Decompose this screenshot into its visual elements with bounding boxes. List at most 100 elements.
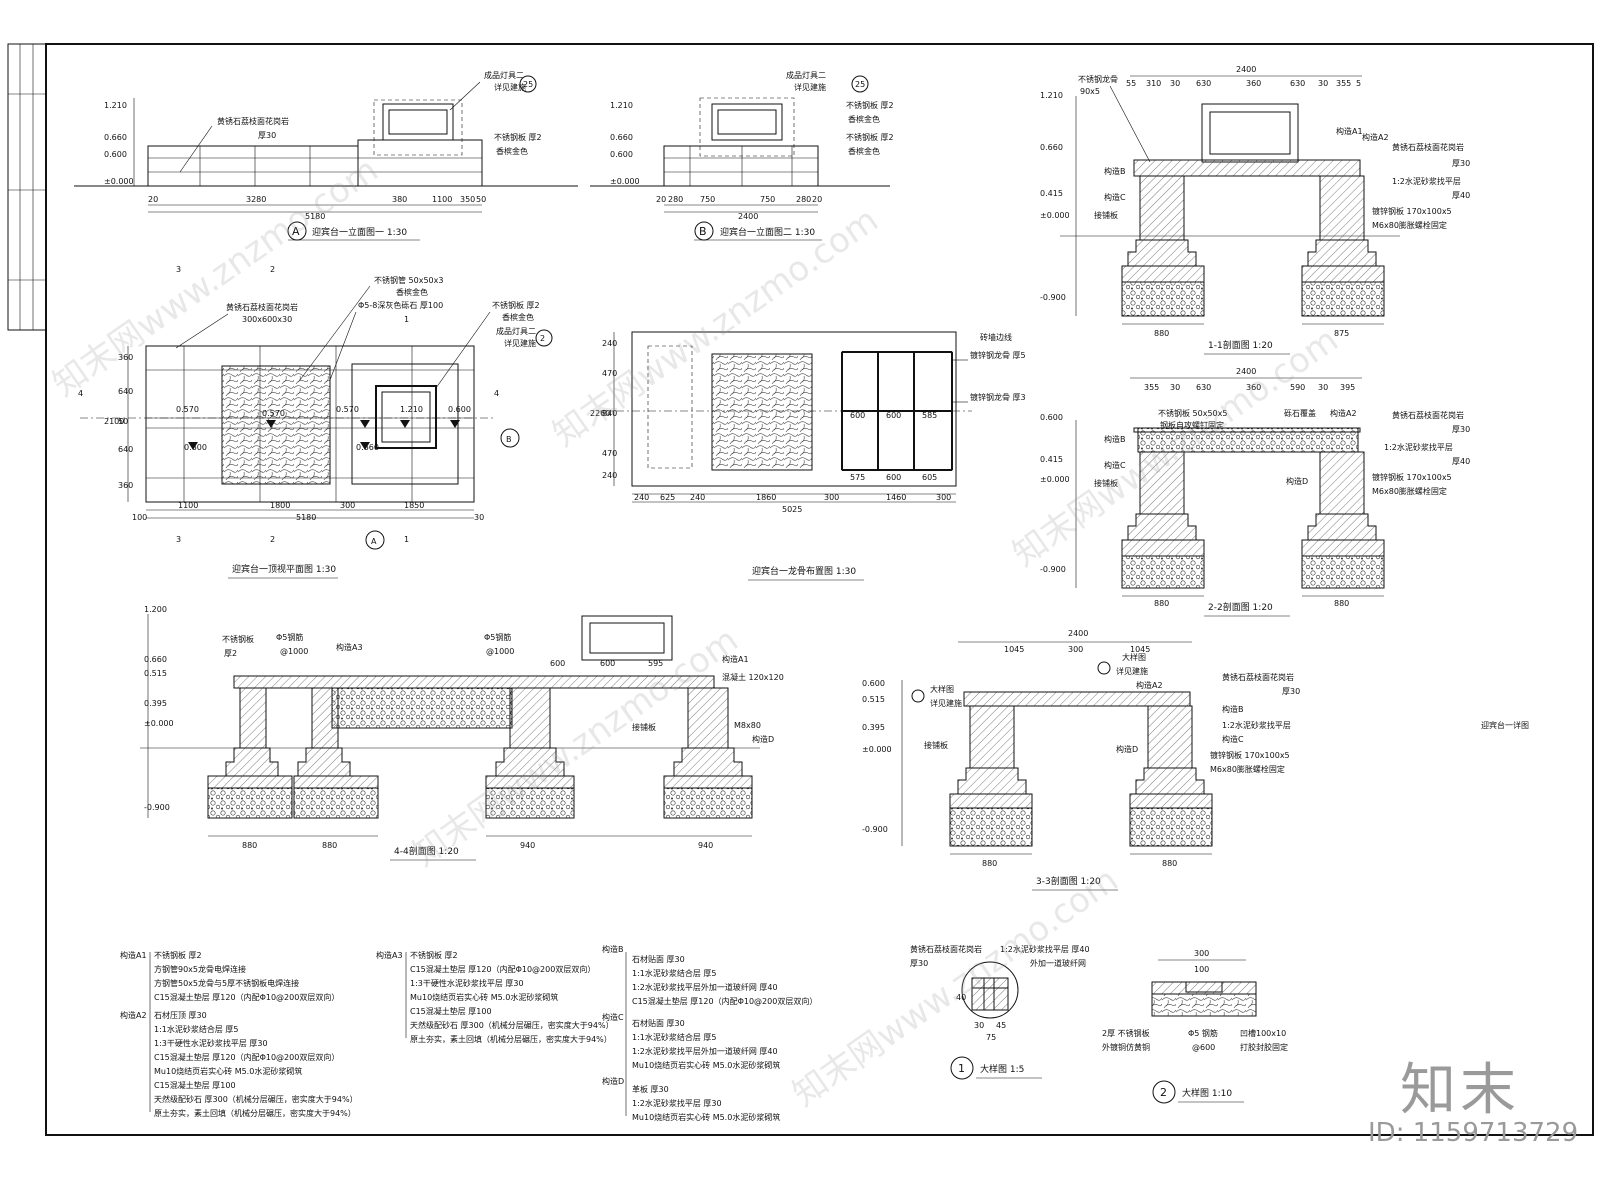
svg-text:Mu10烧结页岩实心砖 M5.0水泥砂浆砌筑: Mu10烧结页岩实心砖 M5.0水泥砂浆砌筑 — [632, 1112, 780, 1122]
svg-text:详见建施: 详见建施 — [494, 82, 526, 92]
svg-text:1:2水泥砂浆找平层: 1:2水泥砂浆找平层 — [1384, 442, 1453, 452]
svg-text:A: A — [292, 225, 300, 238]
svg-text:构造D: 构造D — [752, 734, 774, 744]
svg-text:构造A3: 构造A3 — [336, 642, 363, 652]
svg-text:2100: 2100 — [104, 417, 124, 426]
svg-text:C15混凝土垫层 厚120（内配Φ10@200双层双向）: C15混凝土垫层 厚120（内配Φ10@200双层双向） — [410, 964, 595, 974]
svg-text:石材贴面 厚30: 石材贴面 厚30 — [632, 954, 685, 964]
svg-text:M6x80膨胀螺栓固定: M6x80膨胀螺栓固定 — [1210, 764, 1285, 774]
svg-text:585: 585 — [922, 411, 937, 420]
sec33-title: 3-3剖面图 1:20 — [1036, 875, 1101, 887]
svg-text:640: 640 — [118, 387, 133, 396]
svg-text:1.210: 1.210 — [610, 101, 633, 110]
svg-text:940: 940 — [698, 841, 713, 850]
sec44-title: 4-4剖面图 1:20 — [394, 845, 459, 857]
svg-text:构造C: 构造C — [1222, 734, 1244, 744]
svg-text:75: 75 — [986, 1033, 996, 1042]
svg-text:2: 2 — [270, 265, 275, 274]
section-4-4: 1.200 0.660 0.515 0.395 ±0.000 -0.900 不锈… — [140, 605, 784, 861]
svg-text:不锈钢板: 不锈钢板 — [222, 634, 254, 644]
svg-text:凹槽100x10: 凹槽100x10 — [1240, 1028, 1286, 1038]
svg-text:25: 25 — [523, 80, 533, 89]
svg-text:-0.900: -0.900 — [144, 803, 170, 812]
svg-text:0.600: 0.600 — [448, 405, 471, 414]
svg-text:石材贴面 厚30: 石材贴面 厚30 — [632, 1018, 685, 1028]
svg-text:接铺板: 接铺板 — [1094, 478, 1118, 488]
spec-notes: 构造A1 不锈钢板 厚2 方钢管90x5龙骨电焊连接 方钢管50x5龙骨与5厚不… — [120, 944, 817, 1122]
svg-text:240: 240 — [602, 471, 617, 480]
svg-text:20: 20 — [148, 195, 158, 204]
svg-text:构造C: 构造C — [1104, 192, 1126, 202]
svg-text:±0.000: ±0.000 — [862, 745, 892, 754]
svg-text:355: 355 — [1144, 383, 1159, 392]
svg-text:300: 300 — [340, 501, 355, 510]
section-2-2: 2400 355 30 630 360 590 30 395 0.600 0.4… — [1040, 367, 1470, 617]
svg-text:方钢管50x5龙骨与5厚不锈钢板电焊连接: 方钢管50x5龙骨与5厚不锈钢板电焊连接 — [154, 978, 299, 988]
svg-text:1100: 1100 — [178, 501, 198, 510]
svg-text:砖墙边线: 砖墙边线 — [980, 332, 1012, 342]
svg-text:镀锌钢板 170x100x5: 镀锌钢板 170x100x5 — [1210, 750, 1290, 760]
svg-text:0.570: 0.570 — [262, 409, 285, 418]
top-plan: 0.570 0.570 0.570 1.210 0.600 0.600 0.66… — [78, 265, 553, 579]
svg-text:0.395: 0.395 — [862, 723, 885, 732]
svg-text:A: A — [371, 537, 377, 546]
svg-text:1860: 1860 — [756, 493, 776, 502]
sec22-title: 2-2剖面图 1:20 — [1208, 601, 1273, 613]
image-id: ID: 1159713729 — [1368, 1118, 1579, 1148]
svg-text:香槟金色: 香槟金色 — [848, 114, 880, 124]
svg-text:1850: 1850 — [404, 501, 424, 510]
svg-text:100: 100 — [1194, 965, 1209, 974]
svg-text:20: 20 — [656, 195, 666, 204]
svg-text:0.570: 0.570 — [336, 405, 359, 414]
svg-text:厚30: 厚30 — [1452, 425, 1470, 434]
svg-text:55: 55 — [1126, 79, 1136, 88]
svg-text:不锈钢管 50x50x3: 不锈钢管 50x50x3 — [374, 275, 443, 285]
svg-text:1:1水泥砂浆结合层 厚5: 1:1水泥砂浆结合层 厚5 — [632, 968, 717, 978]
svg-text:构造C: 构造C — [602, 1012, 624, 1022]
svg-text:2400: 2400 — [1236, 65, 1256, 74]
svg-text:1:1水泥砂浆结合层 厚5: 1:1水泥砂浆结合层 厚5 — [154, 1024, 239, 1034]
svg-text:镀锌钢龙骨 厚3: 镀锌钢龙骨 厚3 — [970, 392, 1026, 402]
svg-text:0.395: 0.395 — [144, 699, 167, 708]
svg-text:1.210: 1.210 — [104, 101, 127, 110]
svg-text:1.210: 1.210 — [400, 405, 423, 414]
sheet-title: 迎宾台一详图 — [1481, 720, 1529, 730]
svg-text:接铺板: 接铺板 — [632, 722, 656, 732]
svg-text:2: 2 — [270, 535, 275, 544]
svg-text:25: 25 — [855, 80, 865, 89]
svg-text:-0.900: -0.900 — [1040, 293, 1066, 302]
svg-text:不锈钢板 厚2: 不锈钢板 厚2 — [846, 100, 894, 110]
svg-text:30: 30 — [974, 1021, 984, 1030]
svg-text:1:2水泥砂浆找平层: 1:2水泥砂浆找平层 — [1392, 176, 1461, 186]
section-3-3: 1045 300 1045 2400 0.600 0.515 0.395 ±0.… — [862, 629, 1300, 891]
svg-text:0.660: 0.660 — [1040, 143, 1063, 152]
svg-text:C15混凝土垫层 厚120（内配Φ10@200双层双向）: C15混凝土垫层 厚120（内配Φ10@200双层双向） — [154, 992, 339, 1002]
svg-text:360: 360 — [118, 481, 133, 490]
svg-text:黄锈石荔枝面花岗岩: 黄锈石荔枝面花岗岩 — [226, 302, 298, 312]
svg-text:2400: 2400 — [1068, 629, 1088, 638]
svg-text:50: 50 — [118, 417, 128, 426]
svg-text:香槟金色: 香槟金色 — [502, 312, 534, 322]
svg-text:成品灯具二: 成品灯具二 — [786, 70, 826, 80]
svg-text:M6x80膨胀螺栓固定: M6x80膨胀螺栓固定 — [1372, 220, 1447, 230]
svg-text:380: 380 — [392, 195, 407, 204]
svg-text:355: 355 — [1336, 79, 1351, 88]
svg-text:600: 600 — [850, 411, 865, 420]
svg-text:不锈钢板 厚2: 不锈钢板 厚2 — [846, 132, 894, 142]
svg-text:C15混凝土垫层 厚100: C15混凝土垫层 厚100 — [154, 1080, 236, 1090]
svg-text:厚2: 厚2 — [224, 649, 237, 658]
svg-text:详见建施: 详见建施 — [1116, 666, 1148, 676]
svg-text:600: 600 — [600, 659, 615, 668]
svg-text:30: 30 — [1318, 79, 1328, 88]
svg-text:构造A2: 构造A2 — [1136, 680, 1163, 690]
svg-text:厚30: 厚30 — [1282, 687, 1300, 696]
svg-text:@1000: @1000 — [280, 647, 308, 656]
svg-text:方钢管90x5龙骨电焊连接: 方钢管90x5龙骨电焊连接 — [154, 964, 246, 974]
svg-text:0.515: 0.515 — [862, 695, 885, 704]
svg-text:590: 590 — [1290, 383, 1305, 392]
svg-text:构造A2: 构造A2 — [1330, 408, 1357, 418]
svg-text:C15混凝土垫层 厚100: C15混凝土垫层 厚100 — [410, 1006, 492, 1016]
svg-text:750: 750 — [760, 195, 775, 204]
svg-text:1800: 1800 — [270, 501, 290, 510]
svg-text:厚30: 厚30 — [1452, 159, 1470, 168]
